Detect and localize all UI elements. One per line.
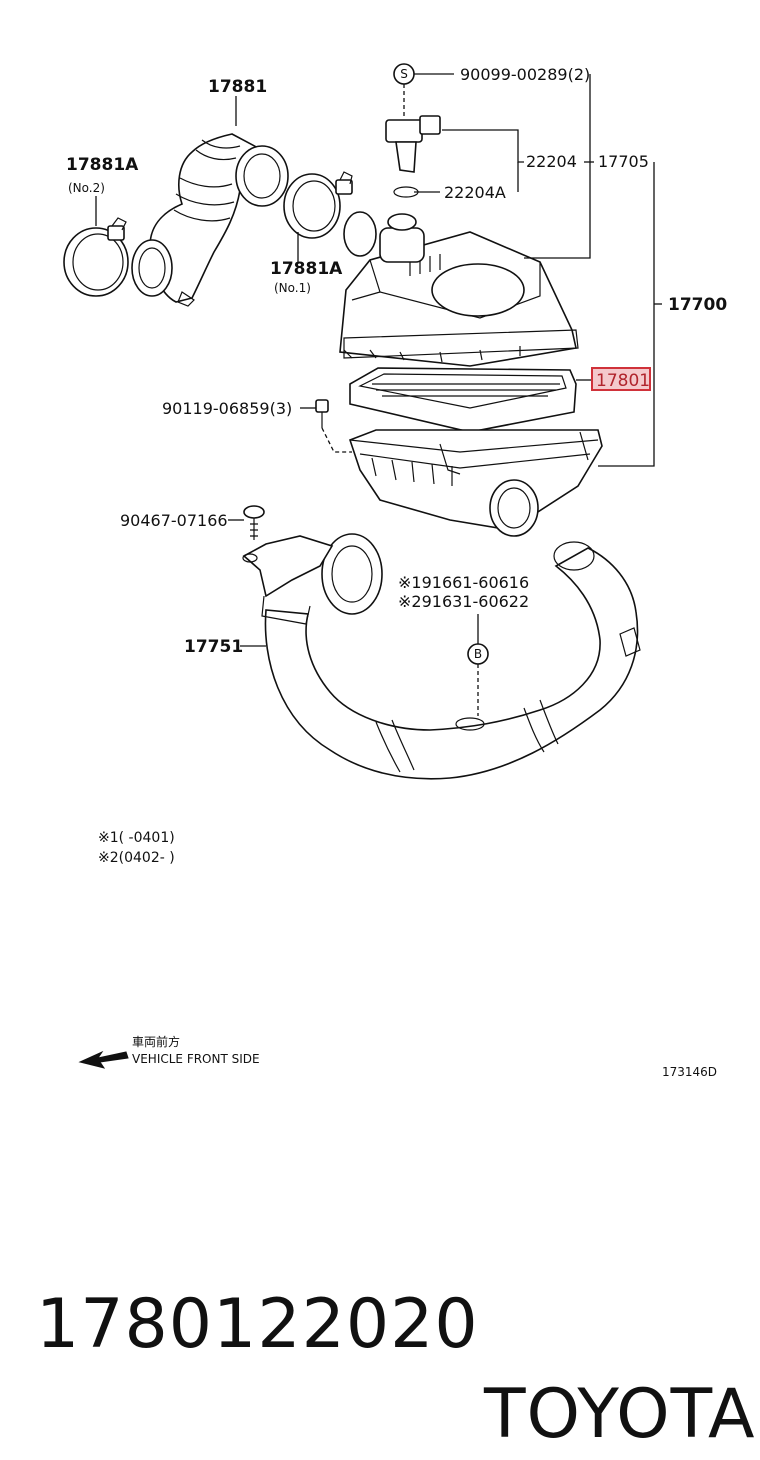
clamp-17881a-no2 — [63, 217, 129, 297]
note-1: ※1( -0401) — [98, 830, 175, 846]
s-marker: S — [393, 63, 415, 85]
b-marker-text: B — [474, 647, 482, 661]
clamp-17881a-no1 — [283, 171, 353, 239]
label-ref1[interactable]: ※191661-60616 — [398, 573, 529, 592]
screw-90467 — [243, 505, 265, 540]
footer-brand: TOYOTA — [484, 1375, 756, 1454]
label-17705[interactable]: 17705 — [598, 152, 649, 171]
label-22204[interactable]: 22204 — [526, 152, 577, 171]
label-17801-highlight[interactable]: 17801 — [591, 367, 651, 391]
label-17801[interactable]: 17801 — [596, 371, 650, 391]
air-cleaner-case — [348, 429, 603, 537]
front-label-en: VEHICLE FRONT SIDE — [132, 1052, 260, 1066]
label-90099[interactable]: 90099-00289(2) — [460, 65, 590, 84]
note-2: ※2(0402- ) — [98, 850, 175, 866]
label-22204a[interactable]: 22204A — [444, 183, 506, 202]
label-17881[interactable]: 17881 — [208, 77, 267, 97]
parts-diagram: S B 17881 17881A (No.2) 17881A (No.1) 90… — [63, 63, 727, 1079]
label-17881a-no1[interactable]: 17881A — [270, 259, 343, 279]
intake-duct-17751 — [242, 533, 641, 780]
label-90467[interactable]: 90467-07166 — [120, 511, 228, 530]
label-no1: (No.1) — [274, 281, 311, 295]
drawing-number: 173146D — [662, 1065, 717, 1079]
bolt-90119 — [315, 399, 352, 453]
leader-lines — [95, 73, 662, 716]
front-label-jp: 車両前方 — [132, 1034, 180, 1049]
vehicle-front-arrow: 車両前方 VEHICLE FRONT SIDE — [78, 1034, 260, 1069]
air-flow-meter-22204 — [385, 115, 441, 198]
label-17881a-no2[interactable]: 17881A — [66, 155, 139, 175]
footer: 1780122020 TOYOTA — [18, 1190, 758, 1454]
footer-part-number: 1780122020 — [36, 1285, 479, 1364]
label-17700[interactable]: 17700 — [668, 295, 727, 315]
s-marker-text: S — [400, 67, 408, 81]
intake-hose-17881 — [131, 133, 289, 307]
label-ref2[interactable]: ※291631-60622 — [398, 592, 529, 611]
label-90119[interactable]: 90119-06859(3) — [162, 399, 292, 418]
label-17751[interactable]: 17751 — [184, 637, 243, 657]
arrow-left-icon — [78, 1050, 129, 1069]
air-filter-element-17801 — [349, 367, 577, 433]
air-cleaner-cap — [339, 211, 579, 367]
label-no2: (No.2) — [68, 181, 105, 195]
b-marker: B — [467, 643, 489, 665]
